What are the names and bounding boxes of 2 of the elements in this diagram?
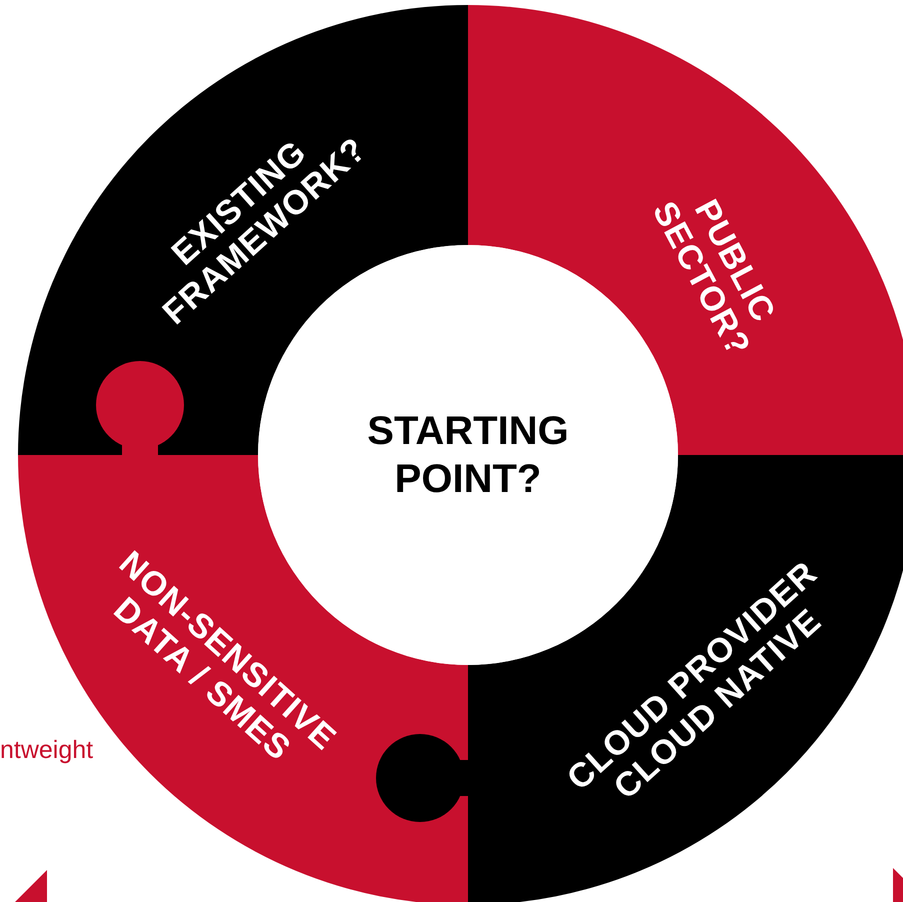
center-label: STARTING POINT? <box>366 408 570 503</box>
cut-off-text: ntweight <box>0 736 94 765</box>
